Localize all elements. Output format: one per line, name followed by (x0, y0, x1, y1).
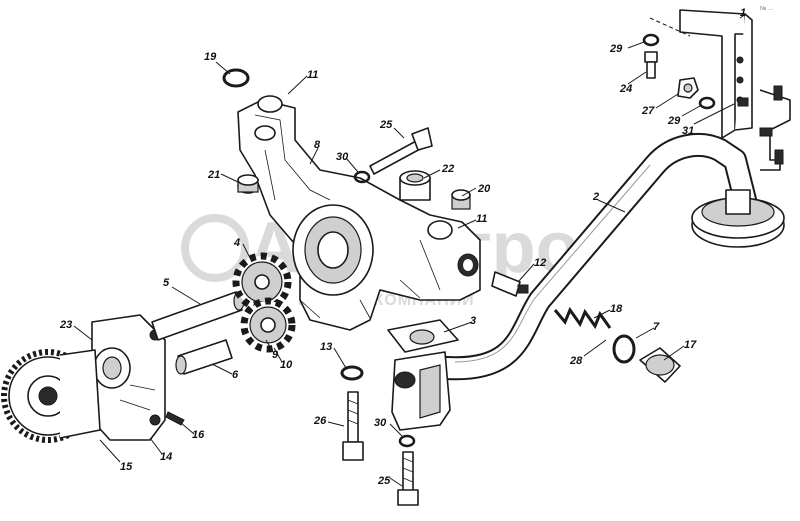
callout-30-lower: 30 (374, 417, 387, 429)
part-25-bolt-upper (369, 127, 433, 175)
callout-28: 28 (569, 355, 583, 367)
callout-17: 17 (684, 339, 697, 351)
callout-21: 21 (207, 169, 220, 181)
callout-27: 27 (641, 105, 655, 117)
callout-25-upper: 25 (379, 119, 393, 131)
part-31-stud (737, 97, 749, 107)
callout-25-lower: 25 (377, 475, 391, 487)
part-2-pickup-tube (435, 133, 785, 381)
callout-24: 24 (619, 83, 632, 95)
callout-11-upper: 11 (307, 69, 318, 81)
part-21-bushing (237, 174, 259, 194)
callout-22: 22 (441, 163, 454, 175)
callout-labels: 1 2 3 4 5 6 7 8 9 10 11 11 12 13 14 15 1… (59, 7, 746, 487)
part-29-washer-upper (642, 33, 660, 47)
part-12-sensor (491, 271, 529, 297)
part-19-o-ring (222, 68, 250, 88)
part-20-bushing (451, 189, 471, 210)
callout-7: 7 (653, 321, 660, 333)
part-4-drive-gear-pump (232, 252, 292, 312)
callout-18: 18 (610, 303, 623, 315)
part-15-drive-gear (1, 349, 101, 443)
callout-9: 9 (272, 349, 279, 361)
callout-1: 1 (740, 7, 746, 19)
part-6-driven-shaft (175, 339, 233, 375)
callout-14: 14 (160, 451, 172, 463)
callout-3: 3 (470, 315, 476, 327)
callout-13: 13 (320, 341, 332, 353)
callout-10: 10 (280, 359, 293, 371)
part-14-pump-cover (91, 314, 166, 441)
leader-lines (73, 13, 747, 487)
part-29-washer-lower (698, 96, 716, 110)
part-26-bolt (342, 391, 364, 461)
callout-6: 6 (232, 369, 239, 381)
callout-16: 16 (192, 429, 205, 441)
part-9-driven-gear (240, 297, 296, 353)
callout-20: 20 (477, 183, 491, 195)
callout-8: 8 (314, 139, 321, 151)
part-24-bolt (644, 51, 658, 79)
part-22-sleeve (399, 170, 431, 201)
part-17-plug (639, 347, 681, 383)
part-7-gasket-ring (612, 334, 636, 364)
callout-19: 19 (204, 51, 217, 63)
part-30-washer-upper (353, 170, 371, 184)
callout-5: 5 (163, 277, 170, 289)
callout-31: 31 (682, 125, 694, 137)
part-25-bolt-lower (397, 451, 419, 506)
callout-29-lower: 29 (667, 115, 681, 127)
callout-2: 2 (592, 191, 599, 203)
part-18-spring (553, 306, 612, 330)
part-5-drive-shaft (151, 291, 245, 341)
corner-mark: № ... (760, 5, 773, 12)
callout-12: 12 (534, 257, 546, 269)
callout-29-upper: 29 (609, 43, 623, 55)
callout-26: 26 (313, 415, 327, 427)
part-13-washer (340, 365, 364, 381)
callout-30-upper: 30 (336, 151, 349, 163)
part-30-washer-lower (398, 434, 416, 448)
part-8-pump-housing (237, 95, 481, 331)
part-27-nut (677, 77, 699, 99)
callout-15: 15 (120, 461, 133, 473)
callout-4: 4 (233, 237, 240, 249)
part-3-flange (387, 319, 459, 431)
callout-11-lower: 11 (476, 213, 487, 225)
callout-23: 23 (59, 319, 72, 331)
part-16-pin (165, 411, 185, 426)
